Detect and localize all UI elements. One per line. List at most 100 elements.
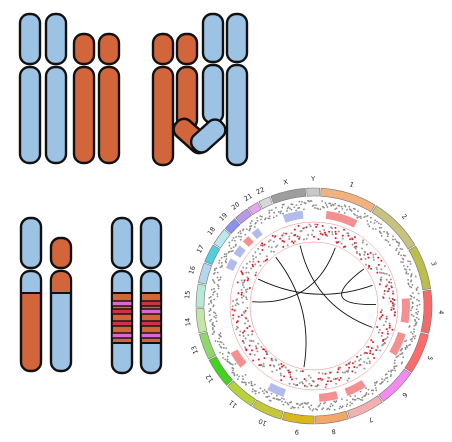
track-point [265,390,268,393]
track-point [311,229,314,232]
track-point [381,378,383,380]
track-point [370,339,373,342]
track-point [359,254,362,257]
track-point [226,358,229,361]
track-point [237,315,240,318]
track-point [397,253,400,256]
track-point [347,234,350,237]
track-point [376,271,379,274]
track-point [364,251,367,254]
track-point [365,387,368,389]
track-point [413,330,415,333]
track-point [254,345,257,348]
chr-label-1: 1 [349,180,355,189]
track-point [345,370,348,373]
track-point [332,378,335,381]
track-point [239,238,242,241]
track-point [396,241,399,244]
track-point [272,250,275,253]
ideogram-chr-19 [224,218,241,234]
track-point [305,237,308,240]
track-point [319,377,322,380]
track-point [242,286,245,289]
track-point [384,373,387,376]
track-point [378,328,381,331]
track-point [230,247,233,250]
track-point [237,231,240,234]
track-point [326,408,328,411]
track-point [217,279,220,282]
track-point [290,232,293,235]
track-point [385,377,387,380]
track-point [398,242,401,245]
track-point [260,345,263,348]
track-point [250,225,253,227]
link-20-9 [275,256,307,368]
track-point [369,349,372,352]
track-point [351,402,353,405]
track-point [337,368,340,371]
cnv-loss-chr-20 [251,227,263,240]
track-point [369,352,372,355]
chr-label-Y: Y [310,175,315,183]
track-point [336,371,339,374]
track-point [282,203,285,206]
chromosome-tr-1 [151,32,175,167]
panel-bottom-left-chromosomes [19,216,73,373]
track-point [341,237,344,240]
track-point [251,254,254,257]
track-point [347,377,350,380]
track-point [375,266,378,269]
track-point [298,206,301,209]
track-point [363,253,366,256]
track-point [291,405,294,408]
track-point [219,341,221,343]
track-point [349,404,352,407]
track-point [395,247,398,250]
track-point [261,248,264,251]
track-point [335,382,338,385]
track-point [415,308,418,311]
track-point [301,200,303,203]
track-point [298,200,301,203]
track-point [317,238,320,241]
track-point [221,352,224,355]
track-point [329,405,332,408]
track-point [269,364,272,367]
track-point [380,276,383,279]
track-point [381,331,384,334]
track-point [246,326,249,329]
track-point [300,403,303,406]
track-point [305,226,308,229]
track-point [293,240,296,243]
track-point [383,379,386,381]
track-point [317,405,320,408]
chromosome-upper-arm [110,216,134,270]
track-point [343,211,346,214]
track-point [246,276,249,279]
track-point [367,267,370,270]
track-point [241,340,244,343]
track-point [346,379,349,382]
track-point [385,315,388,318]
track-point [303,402,306,404]
chromosome-lower-arm [151,65,175,167]
track-point [244,337,247,340]
track-point [248,381,250,384]
track-point [275,394,278,397]
track-point [356,216,359,219]
track-point [345,363,348,366]
track-point [415,316,418,319]
track-point [417,310,420,313]
track-point [246,288,249,291]
track-point [334,232,337,235]
track-point [236,325,239,328]
track-point [295,402,298,405]
track-point [321,372,324,375]
track-point [414,320,417,322]
track-point [383,272,386,275]
track-point [231,367,234,369]
track-point [411,333,414,335]
track-point [332,204,335,207]
ideogram-chr-15 [195,283,207,308]
